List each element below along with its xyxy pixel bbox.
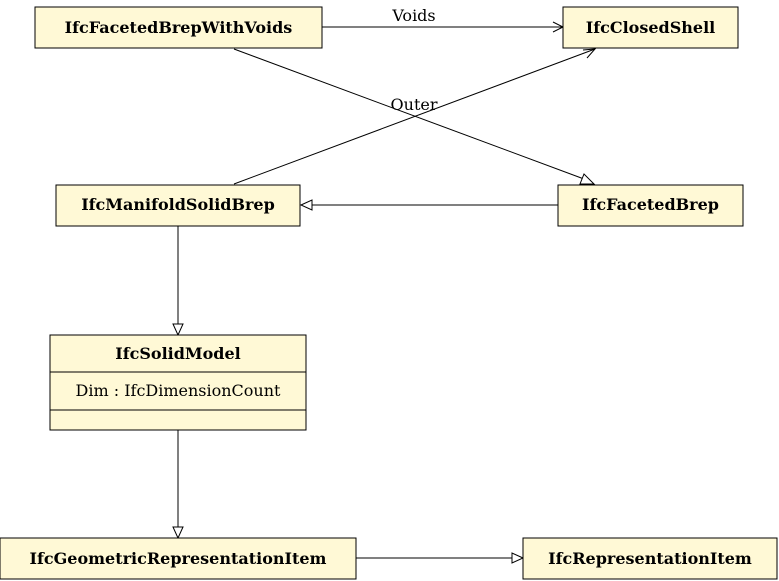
- class-name: IfcFacetedBrep: [582, 195, 719, 214]
- class-ifcfacetedbrep[interactable]: IfcFacetedBrep: [557, 184, 744, 227]
- arrowhead-hollow-triangle: [299, 199, 313, 211]
- class-name: IfcManifoldSolidBrep: [81, 195, 275, 214]
- class-ifcclosedshell[interactable]: IfcClosedShell: [562, 6, 739, 49]
- class-name: IfcSolidModel: [115, 344, 241, 363]
- class-ifcfacetedbrepwithvoids[interactable]: IfcFacetedBrepWithVoids: [34, 6, 323, 49]
- arrowhead-hollow-triangle: [579, 173, 596, 185]
- generalization-geometricitem-to-representationitem: [356, 552, 525, 564]
- generalization-line: [233, 48, 585, 180]
- arrowhead-open: [582, 48, 597, 59]
- class-ifcmanifoldsolidbrep[interactable]: IfcManifoldSolidBrep: [55, 184, 301, 227]
- generalization-brepwithvoids-to-facetedbrep: [233, 48, 596, 185]
- class-ifcgeometricrepresentationitem[interactable]: IfcGeometricRepresentationItem: [0, 537, 357, 580]
- arrowhead-hollow-triangle: [511, 552, 525, 564]
- class-ifcrepresentationitem[interactable]: IfcRepresentationItem: [522, 537, 778, 580]
- generalization-facetedbrep-to-manifoldsolidbrep: [299, 199, 558, 211]
- class-name: IfcFacetedBrepWithVoids: [65, 18, 293, 37]
- class-ifcsolidmodel[interactable]: IfcSolidModel Dim : IfcDimensionCount: [49, 334, 307, 431]
- arrowhead-hollow-triangle: [172, 323, 184, 337]
- generalization-solidmodel-to-geometricrepresentationitem: [172, 430, 184, 540]
- arrowhead-hollow-triangle: [172, 526, 184, 540]
- class-name: IfcGeometricRepresentationItem: [30, 549, 327, 568]
- class-attribute: Dim : IfcDimensionCount: [76, 381, 282, 400]
- class-name: IfcClosedShell: [586, 18, 716, 37]
- generalization-manifoldsolidbrep-to-solidmodel: [172, 226, 184, 337]
- association-label-outer: Outer: [391, 95, 438, 114]
- class-name: IfcRepresentationItem: [548, 549, 752, 568]
- association-voids: Voids: [322, 6, 565, 33]
- association-label-voids: Voids: [391, 6, 435, 25]
